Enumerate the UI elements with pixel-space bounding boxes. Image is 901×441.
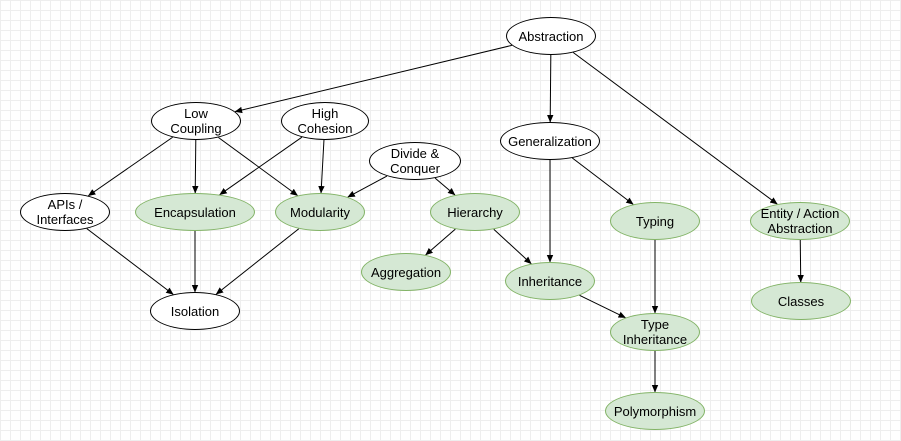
edge-apis-interfaces-to-isolation bbox=[86, 228, 174, 295]
node-generalization: Generalization bbox=[500, 122, 600, 160]
edge-divide-conquer-to-modularity bbox=[347, 175, 388, 198]
node-apis-interfaces: APIs / Interfaces bbox=[20, 193, 110, 231]
edge-high-cohesion-to-encapsulation bbox=[219, 136, 303, 196]
node-hierarchy: Hierarchy bbox=[430, 193, 520, 231]
edge-abstraction-to-generalization bbox=[547, 54, 554, 123]
edge-low-coupling-to-encapsulation bbox=[192, 139, 199, 194]
edge-entity-action-abstraction-to-classes bbox=[797, 239, 804, 283]
edge-low-coupling-to-modularity bbox=[218, 137, 298, 196]
edge-inheritance-to-type-inheritance bbox=[579, 294, 626, 319]
node-divide-and-conquer: Divide & Conquer bbox=[369, 142, 461, 180]
edge-abstraction-to-entity-action-abstraction bbox=[572, 52, 778, 205]
edge-divide-conquer-to-hierarchy bbox=[434, 177, 456, 196]
node-high-cohesion: High Cohesion bbox=[281, 102, 369, 140]
node-type-inheritance: Type Inheritance bbox=[610, 313, 700, 351]
edge-abstraction-to-low-coupling bbox=[234, 44, 512, 114]
node-encapsulation: Encapsulation bbox=[135, 193, 255, 231]
edge-generalization-to-typing bbox=[572, 157, 634, 205]
node-abstraction: Abstraction bbox=[506, 17, 596, 55]
node-entity-action-abstraction: Entity / Action Abstraction bbox=[750, 202, 850, 240]
edge-low-coupling-to-apis-interfaces bbox=[87, 136, 173, 197]
edge-hierarchy-to-inheritance bbox=[493, 228, 532, 265]
node-classes: Classes bbox=[751, 282, 851, 320]
node-polymorphism: Polymorphism bbox=[605, 392, 705, 430]
edge-modularity-to-isolation bbox=[215, 228, 300, 295]
edge-hierarchy-to-aggregation bbox=[425, 228, 456, 256]
node-typing: Typing bbox=[610, 202, 700, 240]
node-inheritance: Inheritance bbox=[505, 262, 595, 300]
node-low-coupling: Low Coupling bbox=[151, 102, 241, 140]
edge-high-cohesion-to-modularity bbox=[318, 139, 325, 194]
node-modularity: Modularity bbox=[275, 193, 365, 231]
node-isolation: Isolation bbox=[150, 292, 240, 330]
node-aggregation: Aggregation bbox=[361, 253, 451, 291]
